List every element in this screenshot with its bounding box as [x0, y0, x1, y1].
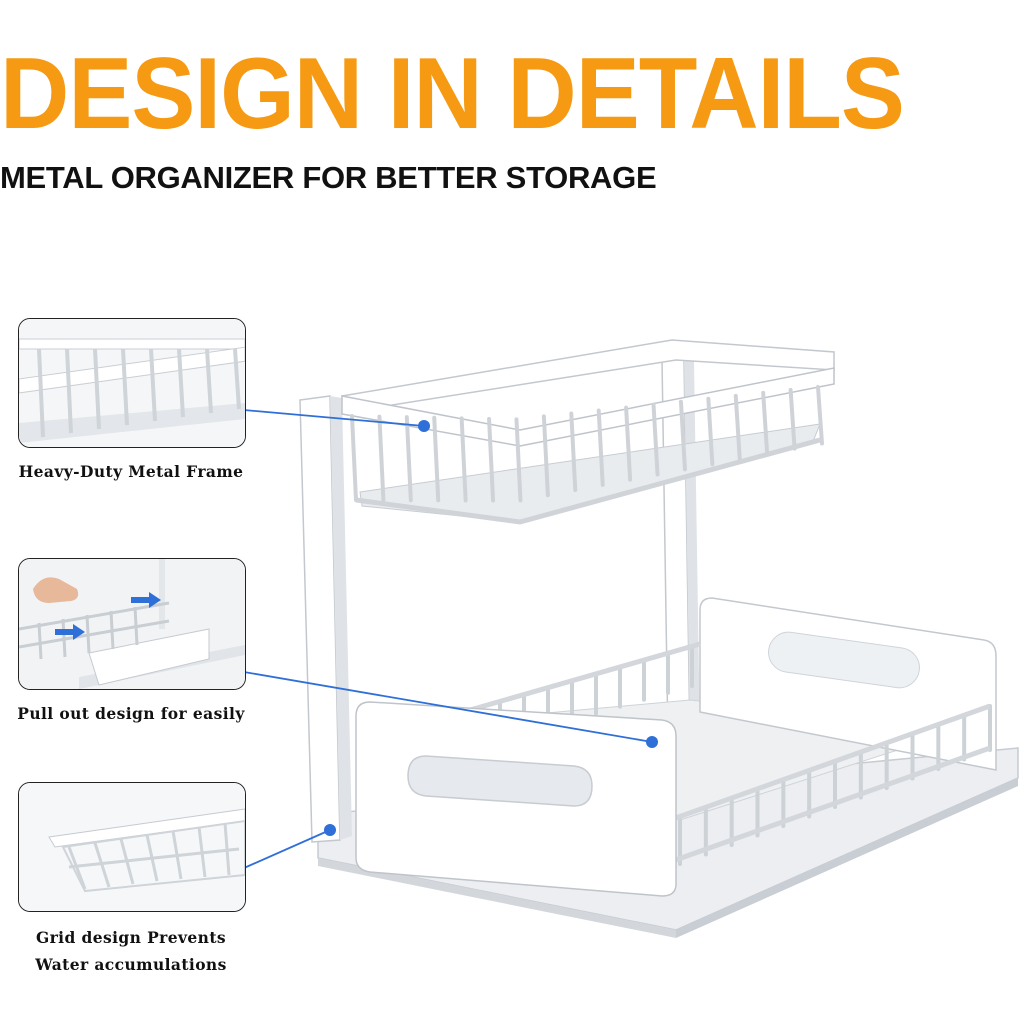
- wire-bar: [651, 402, 660, 477]
- top-basket: [340, 339, 835, 525]
- lower-drawer: [355, 597, 997, 897]
- left-upright: [299, 395, 352, 843]
- wire-bar: [514, 417, 523, 503]
- caption-metal-frame: Heavy-Duty Metal Frame: [18, 462, 244, 481]
- wire-bar: [541, 414, 550, 498]
- caption-grid: Grid design Prevents Water accumulations: [35, 928, 227, 974]
- base-frame: [317, 747, 1019, 938]
- caption-pull-out: Pull out design for easily: [17, 704, 245, 723]
- grid-closeup-illustration: [19, 783, 245, 911]
- subheadline: METAL ORGANIZER FOR BETTER STORAGE: [0, 160, 657, 195]
- headline: DESIGN IN DETAILS: [0, 37, 905, 151]
- callout-metal-frame-image: [18, 318, 246, 448]
- wire-bar: [569, 411, 578, 493]
- wire-bar: [624, 405, 633, 482]
- wire-bar: [350, 414, 358, 502]
- callout-pull-out-image: [18, 558, 246, 690]
- basket-closeup-illustration: [19, 319, 245, 447]
- wire-bar: [678, 399, 687, 472]
- wire-bar: [377, 414, 386, 503]
- wire-bar: [706, 396, 715, 467]
- wire-bar: [788, 387, 797, 451]
- right-upright: [661, 357, 700, 743]
- wire-bar: [761, 390, 770, 456]
- wire-bar: [404, 415, 413, 503]
- wire-bar: [816, 385, 824, 446]
- leader-lines: [243, 409, 658, 869]
- wire-bar: [459, 416, 468, 503]
- wire-bar: [733, 393, 742, 462]
- pull-out-closeup-illustration: [19, 559, 245, 689]
- wire-bar: [596, 408, 605, 487]
- callout-grid-image: [18, 782, 246, 912]
- wire-bar: [487, 416, 496, 503]
- wire-bar: [432, 415, 441, 503]
